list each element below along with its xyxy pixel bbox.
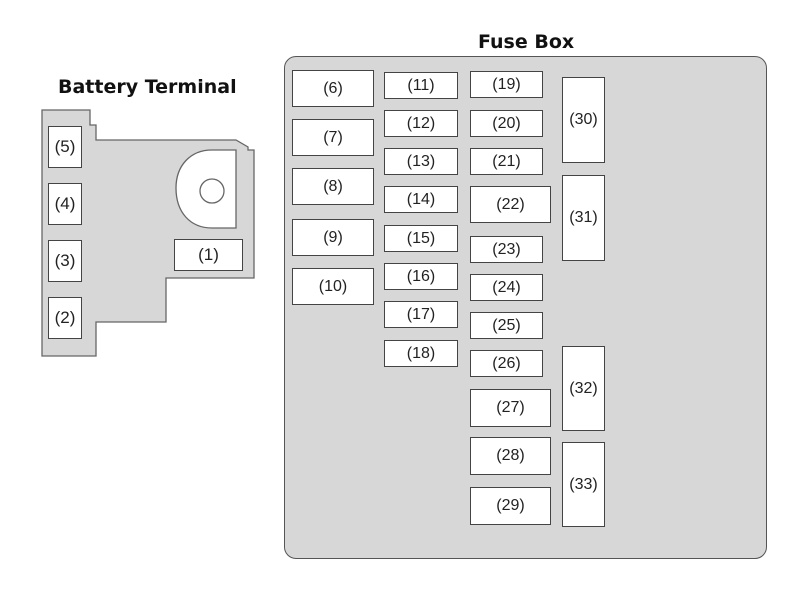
fuse-box-title: Fuse Box xyxy=(478,31,575,53)
relay-30[interactable]: (30) xyxy=(562,77,605,163)
battery-terminal-title: Battery Terminal xyxy=(58,76,237,98)
fuse-6[interactable]: (6) xyxy=(292,70,374,107)
battery-fuse-3[interactable]: (3) xyxy=(48,240,82,282)
fuse-17[interactable]: (17) xyxy=(384,301,458,328)
fuse-25[interactable]: (25) xyxy=(470,312,543,339)
fuse-29[interactable]: (29) xyxy=(470,487,551,525)
relay-33[interactable]: (33) xyxy=(562,442,605,527)
fuse-22[interactable]: (22) xyxy=(470,186,551,223)
fuse-20[interactable]: (20) xyxy=(470,110,543,137)
fuse-16[interactable]: (16) xyxy=(384,263,458,290)
fuse-7[interactable]: (7) xyxy=(292,119,374,156)
relay-31[interactable]: (31) xyxy=(562,175,605,261)
fuse-15[interactable]: (15) xyxy=(384,225,458,252)
fuse-21[interactable]: (21) xyxy=(470,148,543,175)
fuse-14[interactable]: (14) xyxy=(384,186,458,213)
fuse-23[interactable]: (23) xyxy=(470,236,543,263)
fuse-11[interactable]: (11) xyxy=(384,72,458,99)
fuse-8[interactable]: (8) xyxy=(292,168,374,205)
terminal-post-boss xyxy=(175,149,237,229)
battery-fuse-5[interactable]: (5) xyxy=(48,126,82,168)
fuse-9[interactable]: (9) xyxy=(292,219,374,256)
battery-fuse-2[interactable]: (2) xyxy=(48,297,82,339)
fuse-28[interactable]: (28) xyxy=(470,437,551,475)
fuse-27[interactable]: (27) xyxy=(470,389,551,427)
battery-terminal-housing xyxy=(41,109,255,357)
relay-32[interactable]: (32) xyxy=(562,346,605,431)
battery-fuse-4[interactable]: (4) xyxy=(48,183,82,225)
fuse-24[interactable]: (24) xyxy=(470,274,543,301)
terminal-bolt-hole xyxy=(199,178,225,204)
fuse-10[interactable]: (10) xyxy=(292,268,374,305)
fuse-19[interactable]: (19) xyxy=(470,71,543,98)
fuse-26[interactable]: (26) xyxy=(470,350,543,377)
fuse-12[interactable]: (12) xyxy=(384,110,458,137)
battery-fuse-1[interactable]: (1) xyxy=(174,239,243,271)
fuse-18[interactable]: (18) xyxy=(384,340,458,367)
fuse-13[interactable]: (13) xyxy=(384,148,458,175)
